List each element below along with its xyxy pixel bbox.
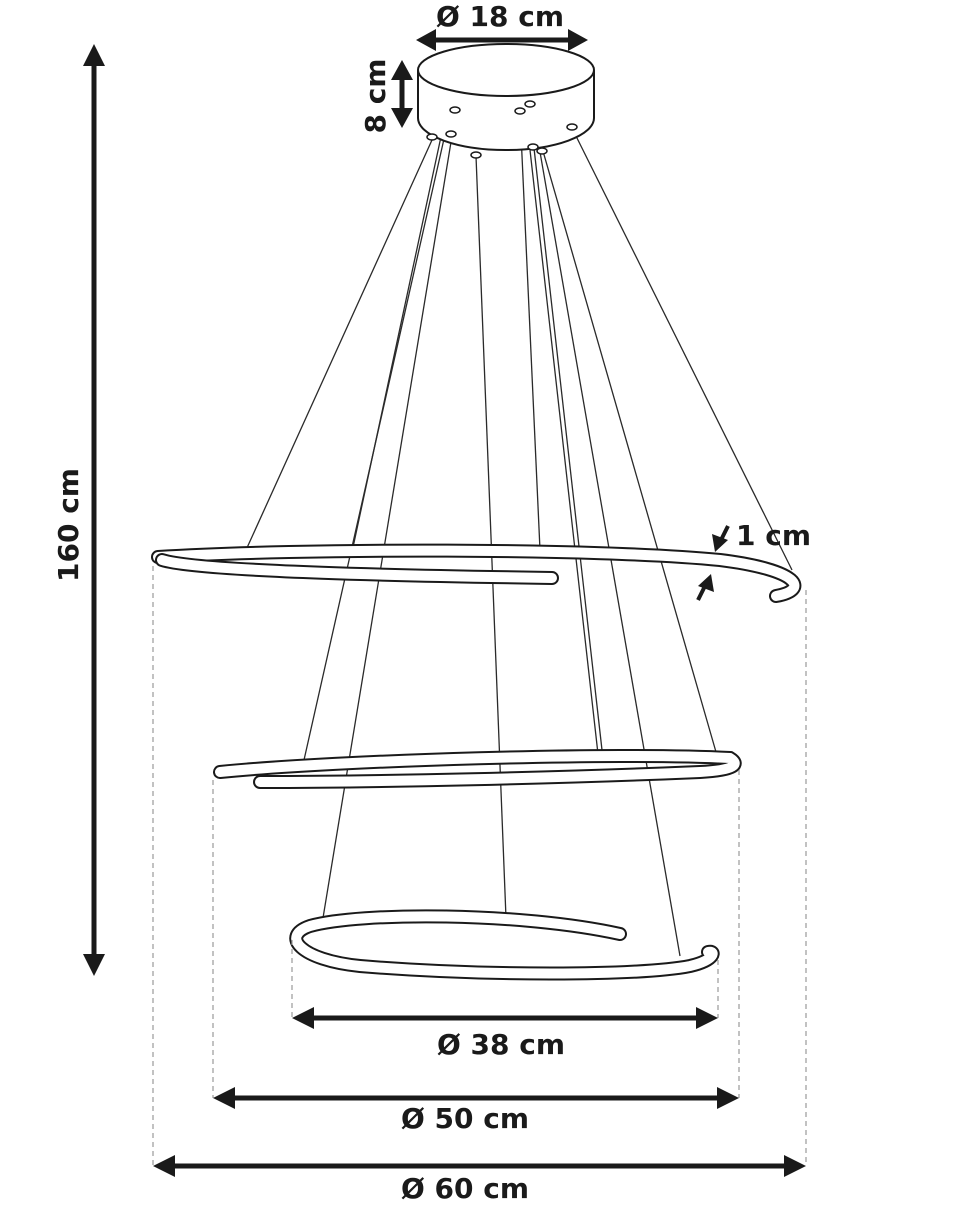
ring-thickness-dimension: 1 cm bbox=[696, 519, 811, 601]
small-ring bbox=[289, 909, 720, 981]
medium-ring bbox=[213, 748, 742, 789]
total-height-label: 160 cm bbox=[52, 468, 85, 582]
arrow-right-icon bbox=[784, 1155, 806, 1177]
large-ring-tube-tail-inner bbox=[157, 555, 557, 583]
large-ring bbox=[151, 543, 802, 603]
arrow-up-icon bbox=[83, 44, 105, 66]
screw-icon bbox=[426, 133, 438, 141]
screw-icon bbox=[527, 143, 539, 151]
arrow-left-icon bbox=[416, 29, 436, 51]
canopy-diameter-label: Ø 18 cm bbox=[436, 0, 564, 33]
ceiling-canopy bbox=[417, 43, 595, 159]
canopy-diameter-dimension: Ø 18 cm bbox=[416, 0, 588, 51]
arrow-down-icon bbox=[391, 108, 413, 128]
medium-ring-diameter-label: Ø 50 cm bbox=[401, 1102, 529, 1135]
guide-lines bbox=[152, 566, 807, 1165]
wire bbox=[533, 147, 603, 751]
large-ring-tube-inner bbox=[153, 545, 800, 601]
suspension-wires bbox=[245, 105, 793, 957]
canopy-top bbox=[417, 43, 595, 97]
total-height-dimension: 160 cm bbox=[52, 44, 105, 976]
arrow-left-icon bbox=[292, 1007, 314, 1029]
arrow-right-icon bbox=[717, 1087, 739, 1109]
arrow-down-icon bbox=[712, 534, 728, 552]
wire bbox=[245, 139, 433, 551]
wire bbox=[529, 149, 599, 755]
wire bbox=[321, 135, 453, 925]
screw-icon bbox=[445, 130, 457, 138]
screw-icon bbox=[449, 106, 461, 114]
small-ring-diameter-dimension: Ø 38 cm bbox=[292, 1007, 718, 1061]
small-ring-diameter-label: Ø 38 cm bbox=[437, 1028, 565, 1061]
wire bbox=[303, 129, 447, 761]
wire bbox=[475, 155, 507, 919]
canopy-height-label: 8 cm bbox=[359, 58, 392, 133]
arrow-right-icon bbox=[696, 1007, 718, 1029]
arrow-up-icon bbox=[391, 60, 413, 80]
large-ring-diameter-label: Ø 60 cm bbox=[401, 1172, 529, 1205]
arrow-down-icon bbox=[83, 954, 105, 976]
screw-icon bbox=[524, 100, 536, 108]
arrow-right-icon bbox=[568, 29, 588, 51]
wire bbox=[571, 127, 793, 571]
ring-thickness-label: 1 cm bbox=[736, 519, 811, 552]
screw-icon bbox=[470, 151, 482, 159]
arrow-left-icon bbox=[153, 1155, 175, 1177]
wire bbox=[529, 105, 717, 753]
small-ring-tube-inner bbox=[291, 911, 718, 979]
canopy-height-dimension: 8 cm bbox=[359, 58, 413, 134]
medium-ring-tube-inner bbox=[215, 750, 740, 787]
wire bbox=[519, 111, 541, 551]
arrow-left-icon bbox=[213, 1087, 235, 1109]
large-ring-diameter-dimension: Ø 60 cm bbox=[153, 1155, 806, 1205]
screw-icon bbox=[536, 147, 548, 155]
screw-icon bbox=[514, 107, 526, 115]
screw-icon bbox=[566, 123, 578, 131]
medium-ring-diameter-dimension: Ø 50 cm bbox=[213, 1087, 739, 1135]
arrow-up-icon bbox=[698, 574, 714, 592]
